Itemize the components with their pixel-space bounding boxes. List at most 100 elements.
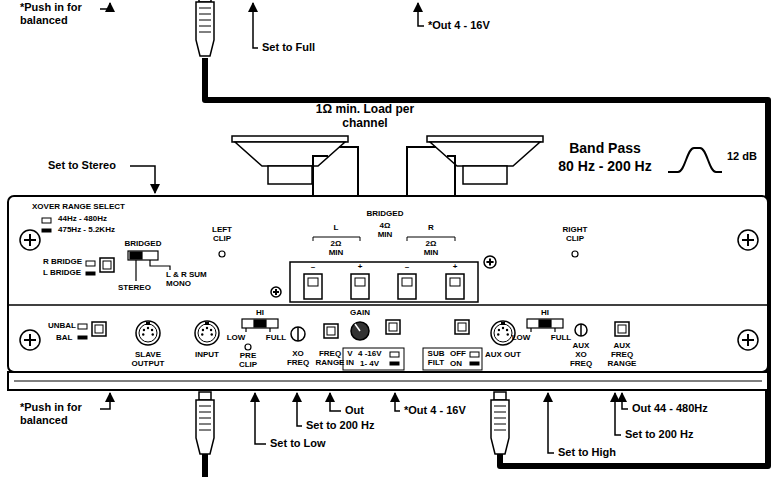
panel-label: HI <box>541 309 549 318</box>
din-plug <box>199 20 211 21</box>
panel-label: 44Hz - 480Hz <box>58 215 107 224</box>
leader-lines <box>100 393 110 409</box>
amplifier-panel <box>8 196 768 390</box>
din-plug <box>491 392 509 454</box>
callout-label: *Push in for balanced <box>20 1 100 26</box>
din-connector <box>201 333 203 335</box>
panel-label: SUB FILT <box>425 350 447 368</box>
din-plug <box>199 392 211 400</box>
leader-lines <box>548 393 554 453</box>
din-connector <box>136 321 160 345</box>
speaker-terminal <box>446 274 464 299</box>
cable <box>202 452 208 477</box>
panel-label: 2Ω MIN <box>324 240 348 258</box>
screw <box>271 287 281 297</box>
panel-label: + <box>453 263 458 272</box>
push-button <box>103 261 111 269</box>
din-connector <box>491 321 515 345</box>
screw <box>24 334 36 346</box>
speaker-wires <box>313 147 455 196</box>
push-button <box>95 325 103 333</box>
panel-label: PRE CLIP <box>238 352 258 370</box>
din-connector <box>146 322 150 325</box>
gain-knob <box>355 324 360 331</box>
panel-label: FULL <box>266 334 286 343</box>
push-button <box>389 323 397 331</box>
callout-label: Set to Stereo <box>48 159 116 172</box>
speakers <box>427 136 543 142</box>
panel-label: BRIDGED <box>367 210 404 219</box>
button-icon <box>42 229 51 232</box>
din-connector <box>501 322 505 325</box>
panel-label: AUX OUT <box>485 351 521 360</box>
panel-label: – <box>405 263 409 272</box>
amplifier-panel <box>423 348 482 370</box>
xo-knob <box>580 324 582 336</box>
din-connector <box>198 324 216 342</box>
leader-lines <box>297 393 302 426</box>
panel-label: BRIDGED <box>125 240 162 249</box>
push-button <box>386 320 400 334</box>
push-button <box>615 322 629 336</box>
button-icon <box>390 362 399 365</box>
callout-label: *Out 4 - 16V <box>404 404 466 417</box>
panel-label: HI <box>256 309 264 318</box>
button-icon <box>470 362 479 365</box>
speakers <box>268 166 312 184</box>
push-button <box>100 258 114 272</box>
leader-lines <box>100 3 110 9</box>
speaker-terminal <box>351 274 369 299</box>
din-connector <box>195 321 219 345</box>
push-button <box>455 320 469 334</box>
speakers <box>232 136 543 184</box>
din-plug <box>199 32 211 33</box>
screw <box>20 330 40 350</box>
speaker-terminal <box>351 274 369 299</box>
callout-label: *Out 4 - 16V <box>428 19 490 32</box>
speakers <box>430 142 540 166</box>
leader-lines <box>253 3 258 48</box>
slide-switches <box>254 320 266 327</box>
xo-knob <box>575 324 587 336</box>
push-button <box>324 324 338 338</box>
push-button <box>92 322 106 336</box>
din-connector <box>502 327 504 329</box>
callout-label: Set to High <box>558 446 616 459</box>
amplifier-panel <box>8 196 768 372</box>
callout-label: Set to 200 Hz <box>306 419 374 432</box>
speakers <box>235 142 345 166</box>
din-plug <box>196 392 214 454</box>
panel-label: L <box>334 224 339 233</box>
callout-label: Out 44 - 480Hz <box>632 402 708 415</box>
xo-knob <box>291 327 305 341</box>
panel-label: – <box>311 263 315 272</box>
din-connector <box>491 321 515 345</box>
screw <box>738 330 758 350</box>
din-connector <box>210 329 212 331</box>
callout-label: 12 dB <box>727 150 757 163</box>
panel-label: R <box>428 224 434 233</box>
din-plug <box>494 424 506 425</box>
din-connector <box>139 324 157 342</box>
screw <box>484 256 496 268</box>
screw <box>24 234 36 246</box>
panel-label: XOVER RANGE SELECT <box>32 203 125 212</box>
panel-label: INPUT <box>195 351 219 360</box>
speaker-terminal <box>304 274 322 299</box>
panel-label: AUX XO FREQ <box>568 342 594 368</box>
button-icon <box>86 261 95 266</box>
speakers <box>232 136 348 142</box>
din-connector <box>147 327 149 329</box>
xo-knob <box>575 324 587 336</box>
callout-label: Set to Low <box>270 437 326 450</box>
din-connector <box>202 329 204 331</box>
amplifier-panel <box>290 262 478 302</box>
din-plug <box>196 2 214 56</box>
din-connector <box>498 329 500 331</box>
slide-switches <box>531 328 555 332</box>
panel-label: 4Ω MIN <box>373 222 397 240</box>
din-connector <box>136 321 160 345</box>
screw <box>486 258 493 265</box>
speakers <box>463 166 507 184</box>
